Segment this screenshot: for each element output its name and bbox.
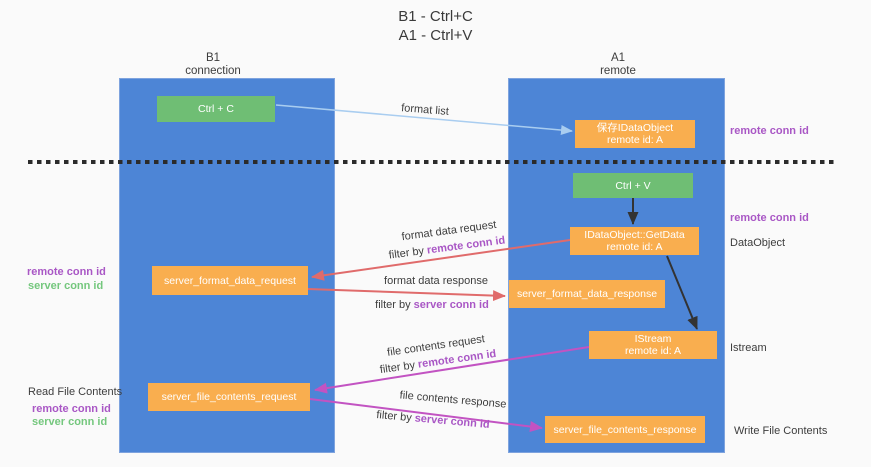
- server-file-contents-request-label: server_file_contents_request: [161, 391, 297, 403]
- node-server-format-data-request: server_format_data_request: [152, 266, 308, 295]
- arrow-file-contents-request: [314, 346, 590, 394]
- arrow-getdata-to-istream: [666, 255, 698, 330]
- ctrl-v-label: Ctrl + V: [615, 179, 651, 192]
- node-server-format-data-response: server_format_data_response: [509, 280, 665, 308]
- arrow-format-data-request: [311, 239, 571, 281]
- title-line-a1: A1 - Ctrl+V: [398, 27, 473, 44]
- arrow-format-data-response: [307, 288, 506, 302]
- title-line-b1: B1 - Ctrl+C: [398, 8, 473, 25]
- istream-line2: remote id: A: [624, 345, 682, 357]
- lane-connection-label: connection: [185, 65, 241, 77]
- server-format-data-response-label: server_format_data_response: [516, 288, 658, 300]
- lane-header-a1-remote: A1 remote: [568, 52, 668, 78]
- server-conn-id-text: server conn id: [413, 299, 489, 311]
- node-ctrl-v: Ctrl + V: [573, 173, 693, 198]
- left-server-conn-id-label: server conn id: [28, 280, 104, 292]
- read-server-conn-id-label: server conn id: [32, 416, 108, 428]
- diagram-title: B1 - Ctrl+C A1 - Ctrl+V: [0, 7, 871, 45]
- lane-b1-label: B1: [205, 52, 221, 64]
- istream-side-label: Istream: [730, 342, 767, 354]
- read-file-contents-label: Read File Contents: [28, 386, 123, 398]
- save-idataobject-line2: remote id: A: [606, 134, 664, 146]
- lane-remote-label: remote: [600, 65, 636, 77]
- right-remote-conn-id-top-label: remote conn id: [730, 125, 809, 137]
- node-server-file-contents-response: server_file_contents_response: [545, 416, 705, 443]
- node-istream: IStream remote id: A: [589, 331, 717, 359]
- left-remote-conn-id-label: remote conn id: [27, 266, 106, 278]
- arrow-file-contents-response: [309, 398, 543, 432]
- server-format-data-request-label: server_format_data_request: [164, 274, 296, 287]
- right-remote-conn-id-mid-label: remote conn id: [730, 212, 809, 224]
- read-remote-conn-id-label: remote conn id: [32, 403, 111, 415]
- lane-header-b1-connection: B1 connection: [163, 52, 263, 78]
- getdata-line1: IDataObject::GetData: [584, 229, 685, 241]
- dataobject-label: DataObject: [730, 237, 786, 249]
- arrow-format-list: [275, 104, 573, 136]
- node-ctrl-c: Ctrl + C: [157, 96, 275, 122]
- write-file-contents-label: Write File Contents: [734, 425, 828, 437]
- node-idataobject-getdata: IDataObject::GetData remote id: A: [570, 227, 699, 255]
- filter-by-text: filter by: [375, 299, 411, 311]
- node-server-file-contents-request: server_file_contents_request: [148, 383, 310, 411]
- getdata-line2: remote id: A: [606, 241, 663, 253]
- node-save-idataobject: 保存IDataObject remote id: A: [575, 120, 695, 148]
- server-file-contents-response-label: server_file_contents_response: [553, 423, 697, 436]
- ctrl-c-label: Ctrl + C: [198, 103, 234, 115]
- save-idataobject-line1: 保存IDataObject: [596, 122, 674, 134]
- istream-line1: IStream: [634, 333, 672, 345]
- edge-label-format-data-response: format data response: [384, 275, 488, 287]
- lane-a1-label: A1: [610, 52, 626, 64]
